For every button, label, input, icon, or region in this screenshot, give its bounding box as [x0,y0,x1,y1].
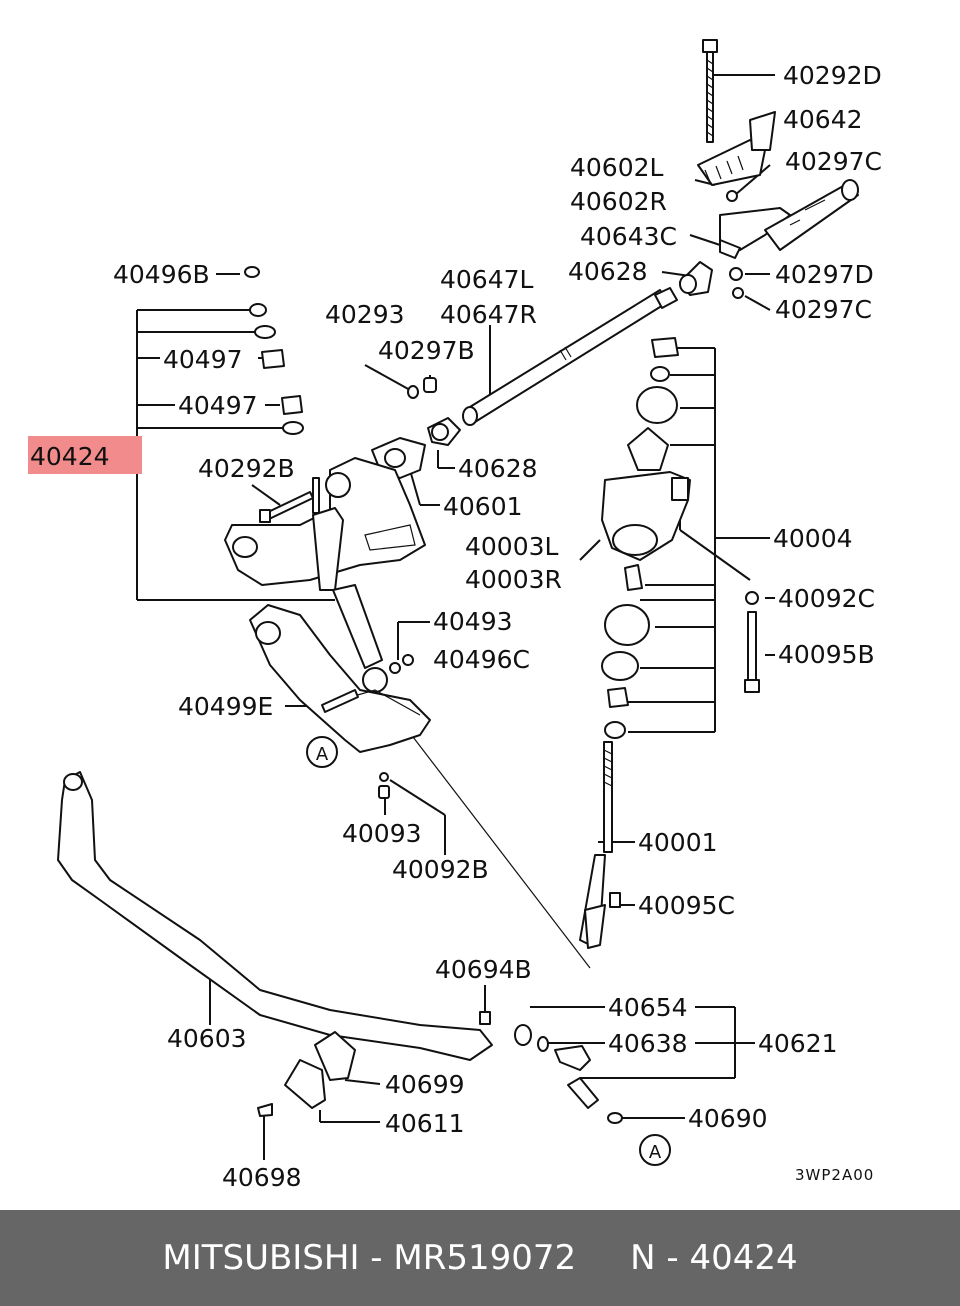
nut-40093 [378,785,390,799]
bolt-40694b [479,1011,491,1025]
shock-absorber [312,477,388,693]
torsion-bar-40647 [462,287,678,426]
washer-40293 [407,385,419,399]
label-40092b: 40092B [392,855,489,884]
callout-a-left: A [306,736,338,768]
label-40424: 40424 [30,442,110,471]
part-number-labels: 40292D 40642 40297C 40602L 40602R 40643C… [30,61,882,1192]
label-40003l: 40003L [465,532,559,561]
footer-bar: MITSUBISHI - MR519072 N - 40424 [0,1210,960,1306]
label-40603: 40603 [167,1024,247,1053]
svg-text:A: A [649,1142,662,1163]
bracket-40611 [284,1059,326,1109]
bushing-40699 [314,1031,356,1081]
piece-40643c [719,239,741,259]
label-40602l: 40602L [570,153,664,182]
label-40690: 40690 [688,1104,768,1133]
leader-lines [120,74,775,1160]
bolt-40292d [702,39,718,143]
label-40602r: 40602R [570,187,667,216]
callout-a-bottom: A [639,1134,671,1166]
bracket-40003 [601,471,691,561]
label-40092c: 40092C [778,584,875,613]
label-40292b: 40292B [198,454,295,483]
bolt-40095c [609,892,621,908]
label-40654: 40654 [608,993,688,1022]
strut-bushings-lower [601,564,650,739]
label-40297d: 40297D [775,260,874,289]
label-40694b: 40694B [435,955,532,984]
label-40642: 40642 [783,105,863,134]
label-40496b: 40496B [113,260,210,289]
clamp-40642 [697,111,776,186]
parts-diagram: A [28,39,882,1192]
svg-text:A: A [316,744,329,765]
label-40293: 40293 [325,300,405,329]
label-40095b: 40095B [778,640,875,669]
bolt-40095b [744,611,760,693]
link-40621 [514,1024,623,1124]
strut-bar-bushings-40004 [627,337,679,471]
label-40497-b: 40497 [178,391,258,420]
label-40699: 40699 [385,1070,465,1099]
label-40647l: 40647L [440,265,534,294]
label-40496c: 40496C [433,645,530,674]
label-40093: 40093 [342,819,422,848]
label-40292d: 40292D [783,61,882,90]
boot-40628-mid [427,417,461,446]
nut-40297d [729,267,743,281]
label-40297c-top: 40297C [785,147,882,176]
label-40621: 40621 [758,1029,838,1058]
label-40095c: 40095C [638,891,735,920]
strut-bar-40001 [579,741,613,949]
stabilizer-bar-40603 [57,771,493,1061]
label-40003r: 40003R [465,565,562,594]
nut-40496c [402,654,414,666]
footer-text: MITSUBISHI - MR519072 N - 40424 [162,1238,798,1278]
nut-40092c [745,591,759,605]
torsion-anchor-40602 [719,179,859,251]
label-40643c: 40643C [580,222,677,251]
nut-40297c-top [726,190,738,202]
drawing-code: 3WP2A00 [795,1166,874,1184]
label-40499e: 40499E [178,692,273,721]
bushing-40493 [389,662,401,674]
label-40698: 40698 [222,1163,302,1192]
label-40638: 40638 [608,1029,688,1058]
label-40493: 40493 [433,607,513,636]
label-40647r: 40647R [440,300,537,329]
nut-40297b [423,377,437,393]
parts-40424-group [244,266,304,435]
bolt-40698 [257,1103,273,1117]
label-40601: 40601 [443,492,523,521]
lower-arm [249,604,431,753]
label-40297b: 40297B [378,336,475,365]
washer-40092b [379,772,389,782]
label-40628-mid: 40628 [458,454,538,483]
boot-40628-top [679,261,713,296]
label-40628-top: 40628 [568,257,648,286]
label-40004: 40004 [773,524,853,553]
label-40497-a: 40497 [163,345,243,374]
label-40297c-mid: 40297C [775,295,872,324]
bolt-40499e [321,689,359,713]
label-40611: 40611 [385,1109,465,1138]
label-40001: 40001 [638,828,718,857]
highlight-40424 [28,436,142,474]
nut-40297c-mid [732,287,744,299]
